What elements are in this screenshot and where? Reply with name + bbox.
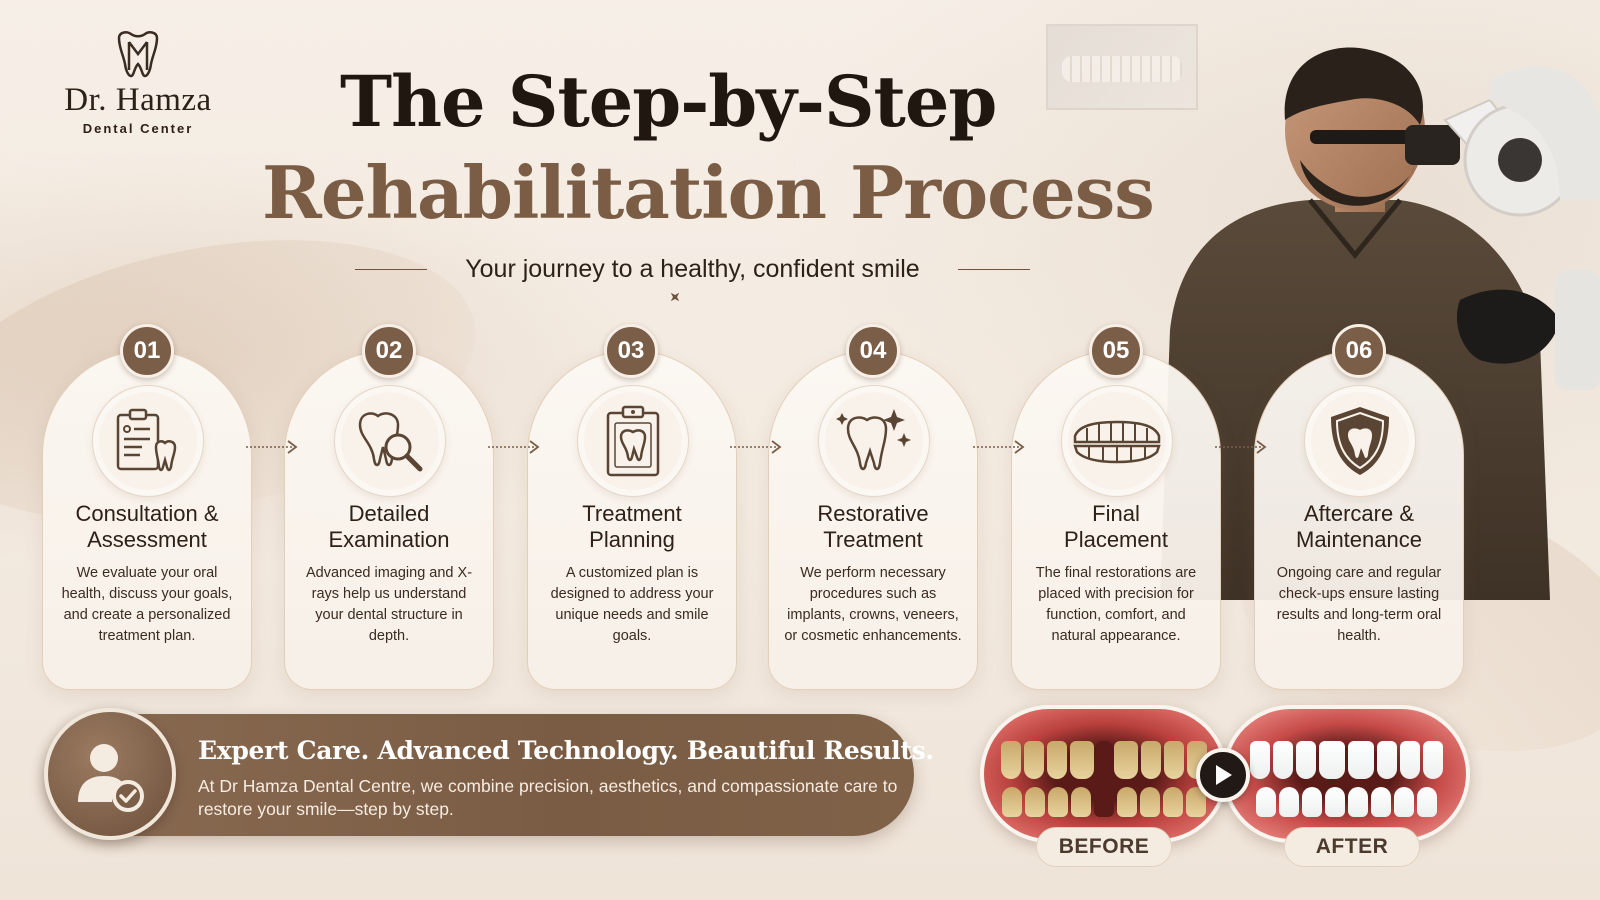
arrow-right-icon bbox=[488, 440, 540, 454]
step-number: 05 bbox=[1089, 324, 1143, 378]
step-card: Final Placement The final restorations a… bbox=[1011, 350, 1221, 690]
step-title: Final Placement bbox=[1012, 501, 1220, 553]
shield-tooth-icon bbox=[1331, 407, 1389, 475]
tooth-logo-icon bbox=[117, 31, 159, 78]
after-image bbox=[1222, 705, 1470, 843]
step-number: 03 bbox=[604, 324, 658, 378]
sparkle-icon bbox=[667, 289, 684, 306]
step-icon-circle bbox=[1061, 385, 1173, 497]
dental-arch-icon bbox=[1073, 420, 1161, 464]
step-icon-circle bbox=[818, 385, 930, 497]
step-title-line: Final bbox=[1092, 501, 1140, 526]
step-description: The final restorations are placed with p… bbox=[1035, 565, 1197, 644]
arrow-right-icon bbox=[730, 440, 782, 454]
step-icon-circle bbox=[1304, 385, 1416, 497]
step-title: Detailed Examination bbox=[285, 501, 493, 553]
teeth-row bbox=[1234, 787, 1458, 827]
step-title-line: Planning bbox=[589, 527, 675, 552]
before-image bbox=[980, 705, 1228, 843]
brand-logo: Dr. Hamza Dental Center bbox=[48, 30, 228, 136]
tooth-plan-icon bbox=[606, 405, 660, 477]
patient-check-icon bbox=[78, 744, 144, 812]
arrow-right-icon bbox=[246, 440, 298, 454]
step-title-line: Aftercare & bbox=[1303, 501, 1415, 526]
step-number: 01 bbox=[120, 324, 174, 378]
step-card: Treatment Planning A customized plan is … bbox=[527, 350, 737, 690]
step-card: Restorative Treatment We perform necessa… bbox=[768, 350, 978, 690]
brand-name: Dr. Hamza bbox=[64, 82, 212, 118]
step-title: Restorative Treatment bbox=[769, 501, 977, 553]
play-button[interactable] bbox=[1196, 748, 1250, 802]
sparkling-tooth-icon bbox=[836, 409, 911, 471]
arrow-right-icon bbox=[1215, 440, 1267, 454]
banner-text: At Dr Hamza Dental Centre, we combine pr… bbox=[198, 776, 898, 819]
step-card: Consultation & Assessment We evaluate yo… bbox=[42, 350, 252, 690]
step-card: Detailed Examination Advanced imaging an… bbox=[284, 350, 494, 690]
promo-banner bbox=[46, 714, 914, 836]
teeth-row bbox=[992, 787, 1216, 827]
step-description: Advanced imaging and X-rays help us unde… bbox=[305, 565, 473, 644]
play-icon bbox=[1216, 765, 1232, 785]
step-description: We perform necessary procedures such as … bbox=[784, 565, 962, 644]
step-title-line: Assessment bbox=[87, 527, 207, 552]
step-title-line: Treatment bbox=[582, 501, 682, 526]
step-title-line: Treatment bbox=[823, 527, 923, 552]
step-card: Aftercare & Maintenance Ongoing care and… bbox=[1254, 350, 1464, 690]
tagline-row: Your journey to a healthy, confident smi… bbox=[355, 255, 1030, 284]
step-description: A customized plan is designed to address… bbox=[550, 565, 714, 644]
page-title-line1: The Step-by-Step bbox=[340, 60, 997, 143]
step-icon-circle bbox=[334, 385, 446, 497]
after-label: AFTER bbox=[1284, 827, 1420, 867]
xray-image bbox=[1046, 24, 1198, 110]
divider bbox=[958, 268, 1030, 271]
step-title: Consultation & Assessment bbox=[43, 501, 251, 553]
banner-badge bbox=[44, 708, 176, 840]
step-number: 06 bbox=[1332, 324, 1386, 378]
step-title-line: Maintenance bbox=[1296, 527, 1422, 552]
clipboard-tooth-icon bbox=[116, 408, 177, 472]
tagline: Your journey to a healthy, confident smi… bbox=[465, 255, 920, 283]
step-title-line: Restorative bbox=[817, 501, 929, 526]
before-label: BEFORE bbox=[1036, 827, 1172, 867]
step-title: Aftercare & Maintenance bbox=[1255, 501, 1463, 553]
page-title-line2: Rehabilitation Process bbox=[262, 150, 1155, 235]
tooth-magnifier-icon bbox=[358, 412, 423, 472]
teeth-row bbox=[992, 741, 1216, 781]
step-title-line: Detailed bbox=[348, 501, 430, 526]
divider bbox=[355, 268, 427, 271]
step-description: We evaluate your oral health, discuss yo… bbox=[61, 565, 233, 644]
teeth-row bbox=[1234, 741, 1458, 781]
step-title-line: Examination bbox=[328, 527, 450, 552]
step-title-line: Placement bbox=[1064, 527, 1168, 552]
step-number: 04 bbox=[846, 324, 900, 378]
step-title: Treatment Planning bbox=[528, 501, 736, 553]
step-description: Ongoing care and regular check-ups ensur… bbox=[1276, 565, 1442, 644]
arrow-right-icon bbox=[973, 440, 1025, 454]
step-title-line: Consultation & bbox=[75, 501, 219, 526]
step-icon-circle bbox=[92, 385, 204, 497]
brand-subtitle: Dental Center bbox=[82, 121, 194, 136]
banner-headline: Expert Care. Advanced Technology. Beauti… bbox=[198, 736, 934, 765]
step-number: 02 bbox=[362, 324, 416, 378]
step-icon-circle bbox=[577, 385, 689, 497]
